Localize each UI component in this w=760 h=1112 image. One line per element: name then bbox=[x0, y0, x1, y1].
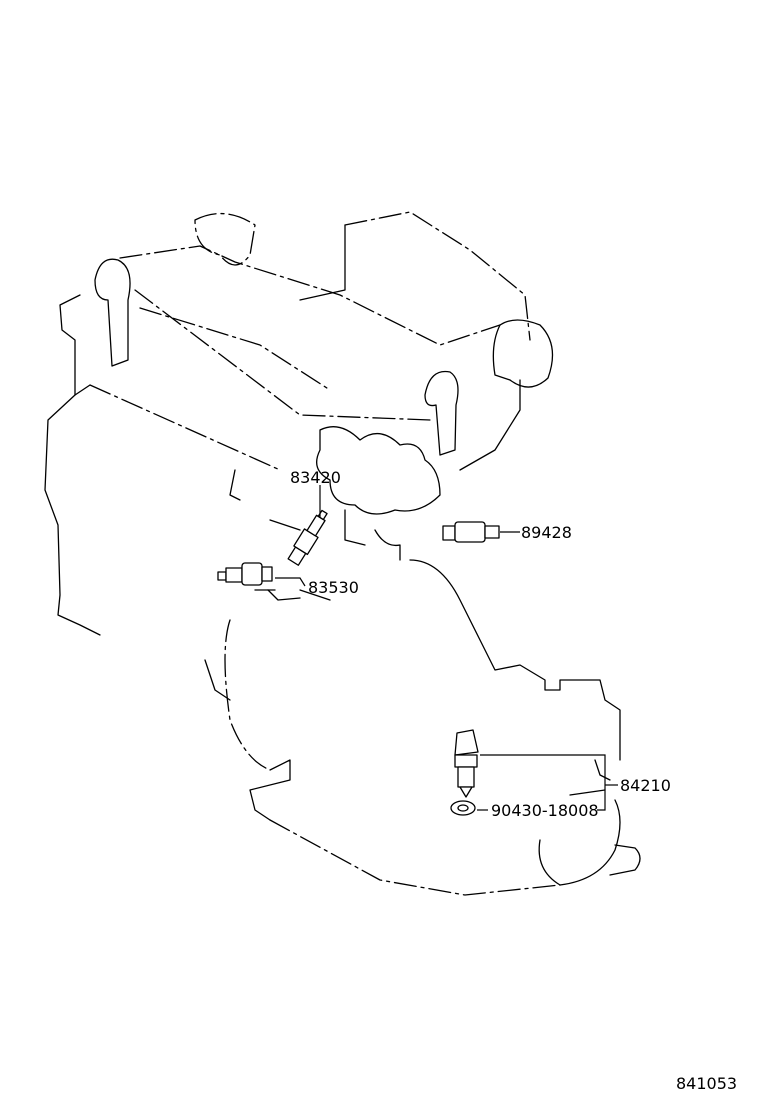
engine-outline bbox=[44, 211, 641, 896]
figure-code: 841053 bbox=[676, 1074, 737, 1093]
sensor-89428 bbox=[442, 521, 500, 543]
leader-lines bbox=[275, 485, 618, 811]
callout-89428: 89428 bbox=[521, 523, 572, 542]
callout-83420: 83420 bbox=[290, 468, 341, 487]
callout-84210: 84210 bbox=[620, 776, 671, 795]
gasket-90430-hole bbox=[457, 804, 469, 812]
callout-83530: 83530 bbox=[308, 578, 359, 597]
switch-83530 bbox=[217, 562, 273, 586]
switch-84210 bbox=[454, 729, 479, 798]
sensor-83420 bbox=[287, 509, 328, 566]
callout-90430-18008: 90430-18008 bbox=[491, 801, 599, 820]
